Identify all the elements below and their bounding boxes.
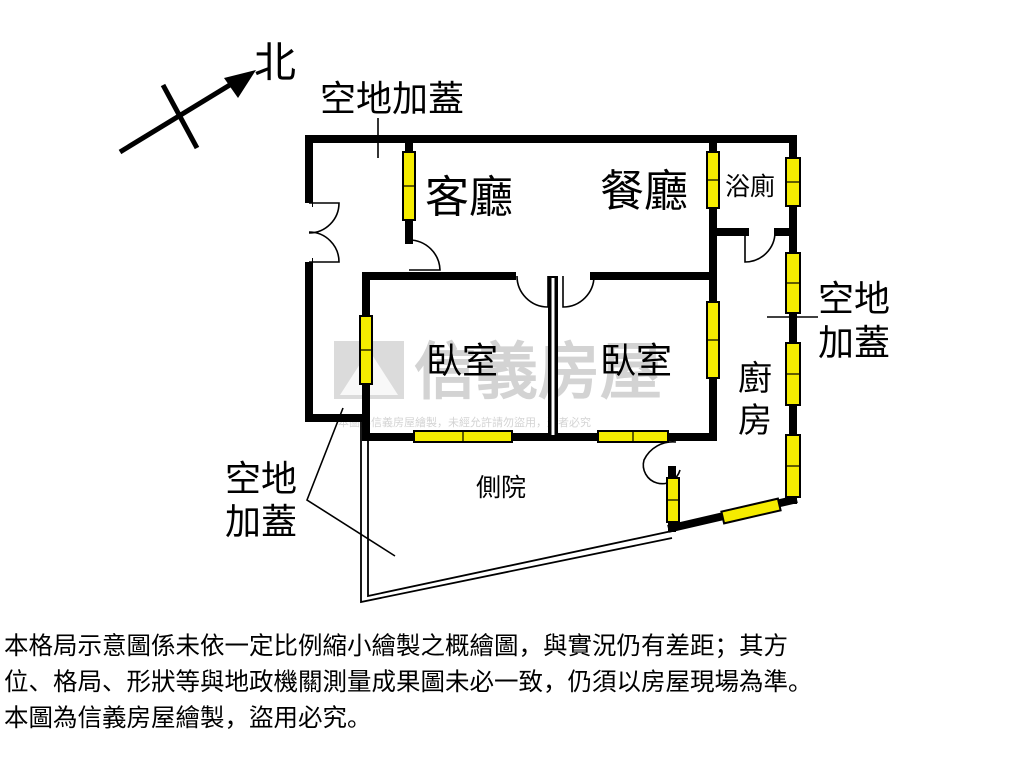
bathroom-door xyxy=(744,231,776,263)
bedroom-divider xyxy=(548,276,558,437)
bathroom-label: 浴廁 xyxy=(725,172,775,201)
side-yard-label: 側院 xyxy=(476,473,526,502)
kitchen-label-line2: 房 xyxy=(738,401,772,441)
doors xyxy=(305,202,776,485)
disclaimer: 本格局示意圖係未依一定比例縮小繪製之概繪圖，與實況仍有差距；其方 位、格局、形狀… xyxy=(4,628,1020,736)
window-mullions xyxy=(360,179,800,501)
watermark-brand: 信義房屋 xyxy=(414,335,662,408)
bedroom-door-right xyxy=(562,275,595,308)
right-extension-label-line1: 空地 xyxy=(818,279,890,320)
living-room-label: 客廳 xyxy=(425,172,513,223)
living-room-door xyxy=(408,239,441,271)
watermark-notice: 本圖為信義房屋繪製，未經允許請勿盜用，違者必究 xyxy=(338,415,591,429)
top-extension-label: 空地加蓋 xyxy=(320,79,464,120)
entrance-double-door xyxy=(305,202,340,263)
compass: 北 xyxy=(118,38,296,155)
kitchen-label-line1: 廚 xyxy=(738,359,772,399)
watermark: 信義房屋 本圖為信義房屋繪製，未經允許請勿盜用，違者必究 xyxy=(334,335,662,429)
bedroom-right-label: 臥室 xyxy=(600,341,672,382)
left-extension-label-line2: 加蓋 xyxy=(225,502,297,543)
disclaimer-line: 本格局示意圖係未依一定比例縮小繪製之概繪圖，與實況仍有差距；其方 xyxy=(4,631,788,660)
window xyxy=(720,497,782,525)
bedroom-door-left xyxy=(516,275,549,308)
right-extension-label-line2: 加蓋 xyxy=(818,323,890,364)
leader-lines xyxy=(306,118,818,557)
left-extension-label-line1: 空地 xyxy=(225,459,297,500)
disclaimer-line: 位、格局、形狀等與地政機關測量成果圖未必一致，仍須以房屋現場為準。 xyxy=(4,667,813,696)
north-arrow-icon xyxy=(224,70,256,98)
side-yard-fence xyxy=(360,420,673,604)
dining-room-label: 餐廳 xyxy=(600,166,688,217)
bedroom-left-label: 臥室 xyxy=(426,341,498,382)
compass-label: 北 xyxy=(254,38,296,87)
floor-plan: 信義房屋 本圖為信義房屋繪製，未經允許請勿盜用，違者必究 北 xyxy=(118,38,890,604)
disclaimer-line: 本圖為信義房屋繪製，盜用必究。 xyxy=(4,703,372,732)
